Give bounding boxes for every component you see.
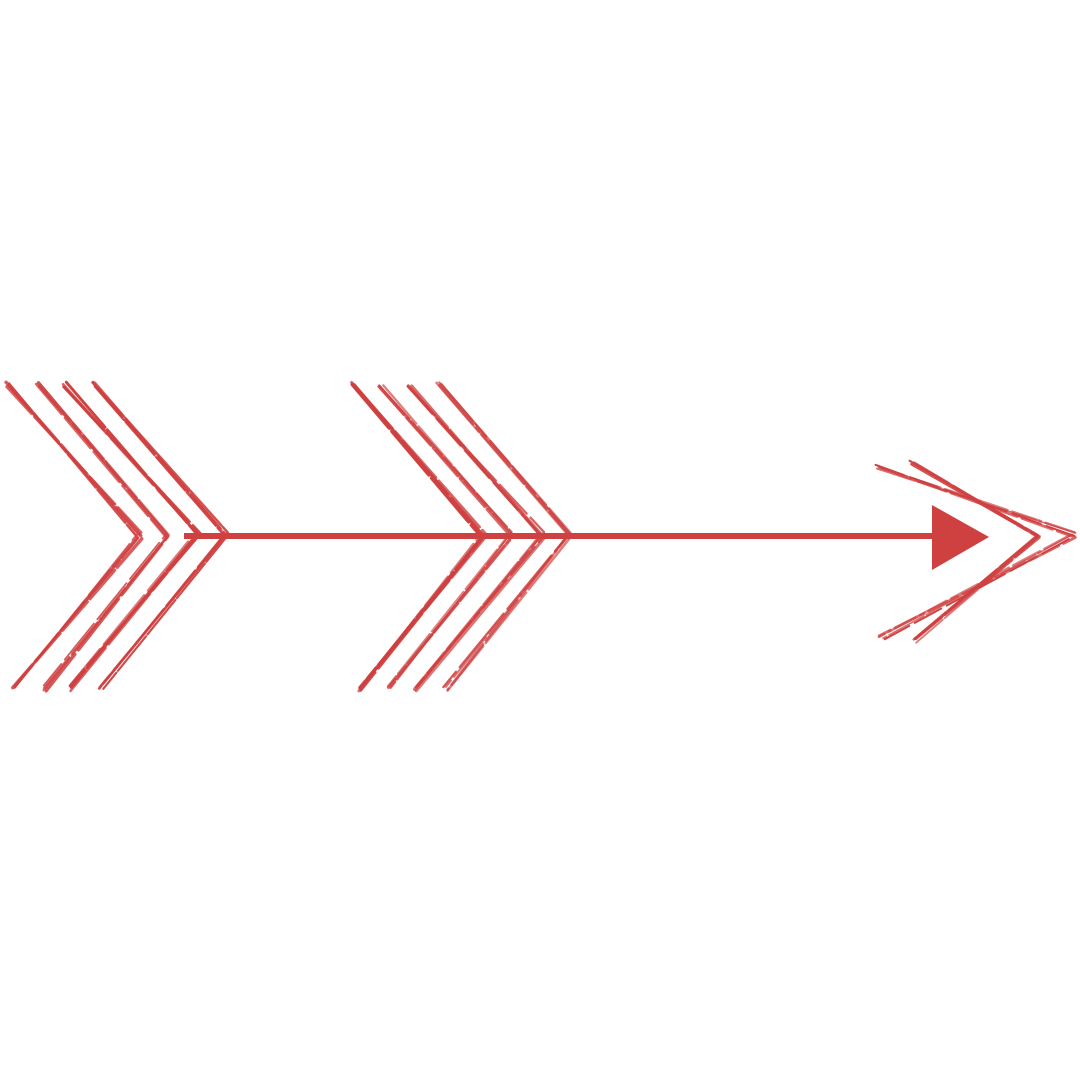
fletching-chevron <box>438 381 572 688</box>
arrow-head-chevron-inner <box>910 462 1040 640</box>
fletching-chevron <box>5 385 143 688</box>
fletching-chevron <box>7 384 139 689</box>
fletching-chevron <box>435 381 572 692</box>
arrow-head-chevron-outer <box>877 466 1077 638</box>
fletching-chevron <box>63 385 198 687</box>
fletching-chevron <box>7 382 140 688</box>
fletching-group-left <box>4 380 230 693</box>
fletching-chevron <box>36 381 170 693</box>
fletching-chevron <box>34 382 168 692</box>
arrow-head-outline <box>874 459 1077 644</box>
arrow-head-chevron-outer <box>875 467 1077 640</box>
fletching-chevron <box>38 382 170 692</box>
arrow-head-triangle <box>932 505 989 570</box>
